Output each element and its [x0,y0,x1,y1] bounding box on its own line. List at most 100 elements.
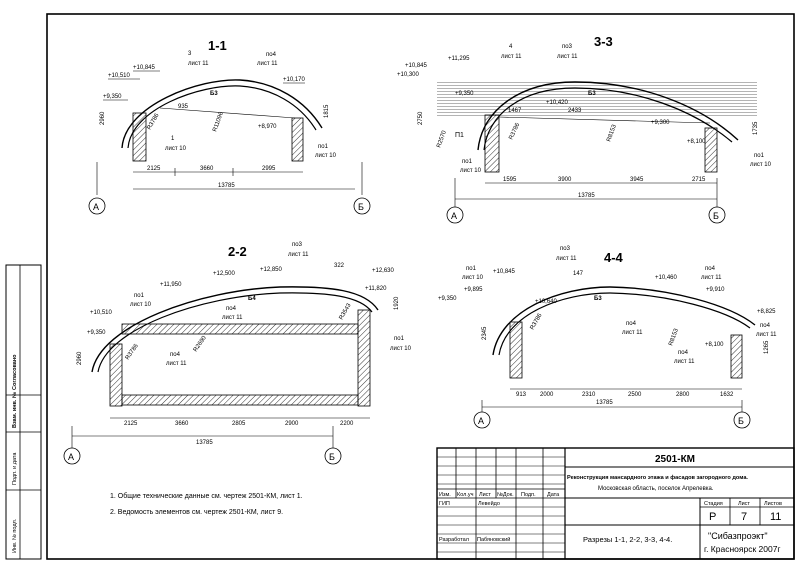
label-list10b: лист 10 [390,346,412,352]
mark-10420: +10,420 [546,100,569,106]
label-1: 1 [171,136,175,142]
axis-a-label: А [478,416,484,426]
axis-a-bubble [473,411,491,429]
stamp-sign-date: Подп. и дата [12,452,18,485]
wall-right [291,117,304,162]
arch-inner [97,292,373,373]
org-line-2: г. Красноярск 2007г [704,544,781,554]
dim-3660: 3660 [200,166,214,172]
sheet-label: Лист [738,501,750,507]
dim-13785: 13785 [196,440,213,446]
arch-outer [477,81,739,151]
dim-2500: 2500 [628,392,642,398]
drawing-code: 2501-КМ [655,454,695,465]
radius-3786: R3786 [125,343,140,361]
dim-13785: 13785 [218,183,235,189]
mark-10300: +10,300 [397,72,420,78]
beam-b3: Б3 [594,296,602,302]
radius-2570: R2570 [436,129,448,148]
label-no4a: по4 [226,306,237,312]
col-izm: Изм. [439,492,451,498]
label-3: 3 [188,51,192,57]
axis-b-label: Б [738,416,744,426]
mark-11820: +11,820 [365,286,387,292]
label-list10a: лист 10 [462,275,484,281]
section-3-3: 3-3 1595 3900 3945 2715 13785 1467 2433 … [397,34,772,224]
mark-8100: +8,100 [705,342,724,348]
gip-label: ГИП [439,501,450,507]
note-1: 1. Общие технические данные см. чертеж 2… [110,492,303,500]
radius-2690: R2690 [193,335,208,353]
col-ndok: №Док. [497,492,514,498]
mark-12500: +12,500 [213,271,236,277]
dim-2125: 2125 [147,166,161,172]
note-2: 2. Ведомость элементов см. чертеж 2501-К… [110,509,283,516]
mark-10845: +10,845 [493,269,516,275]
section-1-1-title: 1-1 [208,38,227,53]
label-no4: по4 [266,52,277,58]
wall-left [132,112,147,162]
col-list: Лист [479,492,491,498]
label-list10a: лист 10 [460,168,482,174]
dim-2960: 2960 [77,351,83,365]
arch-inner [498,292,751,356]
dim-1265: 1265 [764,340,770,354]
dim-1815: 1815 [324,104,330,118]
label-no3: по3 [562,44,573,50]
label-no1b: по1 [394,336,405,342]
section-2-2: 2-2 2125 3660 2805 2900 2200 13785 2960 … [63,242,412,465]
label-no1: по1 [318,144,329,150]
dim-1595: 1595 [503,177,517,183]
label-no4b: по4 [170,352,181,358]
drawing-title: Разрезы 1-1, 2-2, 3-3, 4-4. [583,535,672,544]
axis-b-label: Б [329,452,335,462]
radius-8153: R8153 [606,123,618,142]
tie-line [159,107,296,119]
axis-b-bubble [353,197,371,215]
beam-b3: Б3 [588,91,596,97]
mark-12630: +12,630 [372,268,395,274]
label-no4d: по4 [760,323,771,329]
dim-2000: 2000 [540,392,554,398]
radius-3543: R3543 [339,302,353,321]
sheet-value: 7 [741,511,747,523]
mark-10510: +10,510 [90,310,113,316]
label-no1a: по1 [466,266,477,272]
section-3-3-title: 3-3 [594,34,613,49]
dim-2800: 2800 [676,392,690,398]
dim-3900: 3900 [558,177,572,183]
wall-left [509,321,523,379]
stage-label: Стадия [704,501,723,507]
stamp-agreed: Согласовано [12,354,18,390]
axis-a-bubble [446,206,464,224]
arch-inner [127,85,317,149]
axis-b-bubble [324,447,342,465]
gip-name: Левейдо [478,500,500,507]
axis-a-bubble [63,447,81,465]
axis-a-bubble [88,197,106,215]
developer-name: Пабяновский [477,536,510,543]
section-4-4: 4-4 913 2000 2310 2500 2800 1632 13785 2… [438,246,777,429]
label-list11a: лист 11 [556,256,577,262]
wall-right [704,127,718,173]
radius-3786: R3786 [530,312,544,331]
mark-10845: +10,845 [405,63,428,69]
mark-9895: +9,895 [464,287,483,293]
label-list11e: лист 11 [756,332,777,338]
axis-b-label: Б [358,202,364,212]
dim-13785: 13785 [596,400,613,406]
label-no1a: по1 [134,293,145,299]
arch-outer [121,79,323,149]
dim-2750: 2750 [418,111,424,125]
col-podp: Подп. [521,492,536,498]
developed-label: Разработал [439,537,469,543]
axis-b-label: Б [713,211,719,221]
side-stamp: Согласовано Взам. инв. № Подп. и дата Ин… [5,264,42,560]
mark-12850: +12,850 [260,267,283,273]
label-no3: по3 [560,246,571,252]
dim-13785: 13785 [578,193,595,199]
dim-3660: 3660 [175,421,189,427]
label-list11a: лист 11 [257,61,278,67]
